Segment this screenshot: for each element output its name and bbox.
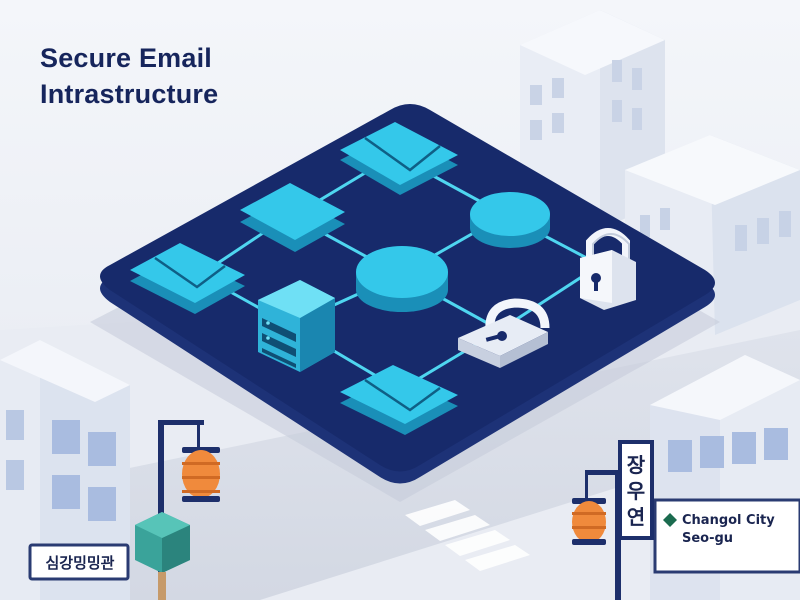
cloud-node-right	[470, 192, 550, 248]
lantern-icon	[182, 447, 220, 502]
padlock-icon	[580, 228, 636, 310]
envelope-icon	[340, 122, 458, 195]
building-windows	[6, 410, 116, 521]
street-lamp-icon	[158, 420, 204, 600]
right-building-signboard	[653, 498, 800, 574]
building-front-right	[650, 355, 800, 600]
right-building-sign-text: Changol City Seo-gu	[682, 512, 797, 548]
cloud-node-center	[356, 246, 448, 312]
envelope-icon	[130, 243, 245, 314]
envelope-icon	[340, 365, 458, 435]
right-sign-line-2: Seo-gu	[682, 531, 734, 546]
padlock-icon	[458, 298, 550, 368]
vertical-sign-text: 장우연	[626, 453, 646, 529]
server-node-flat	[240, 183, 345, 252]
database-icon	[258, 280, 335, 372]
vertical-sign	[618, 440, 654, 540]
signboard-logo-icon	[663, 513, 677, 527]
title-line-2: Intrastructure	[40, 79, 219, 109]
left-building-sign-text: 심강밍밍관	[45, 554, 115, 572]
green-cube-sign	[135, 512, 190, 600]
lantern-icon	[572, 498, 606, 545]
right-sign-line-1: Changol City	[682, 513, 775, 528]
building-front-left	[0, 340, 130, 600]
left-building-signboard	[28, 543, 130, 581]
crosswalk	[405, 500, 530, 571]
title-line-1: Secure Email	[40, 43, 212, 73]
page-title: Secure Email Intrastructure	[40, 40, 218, 112]
